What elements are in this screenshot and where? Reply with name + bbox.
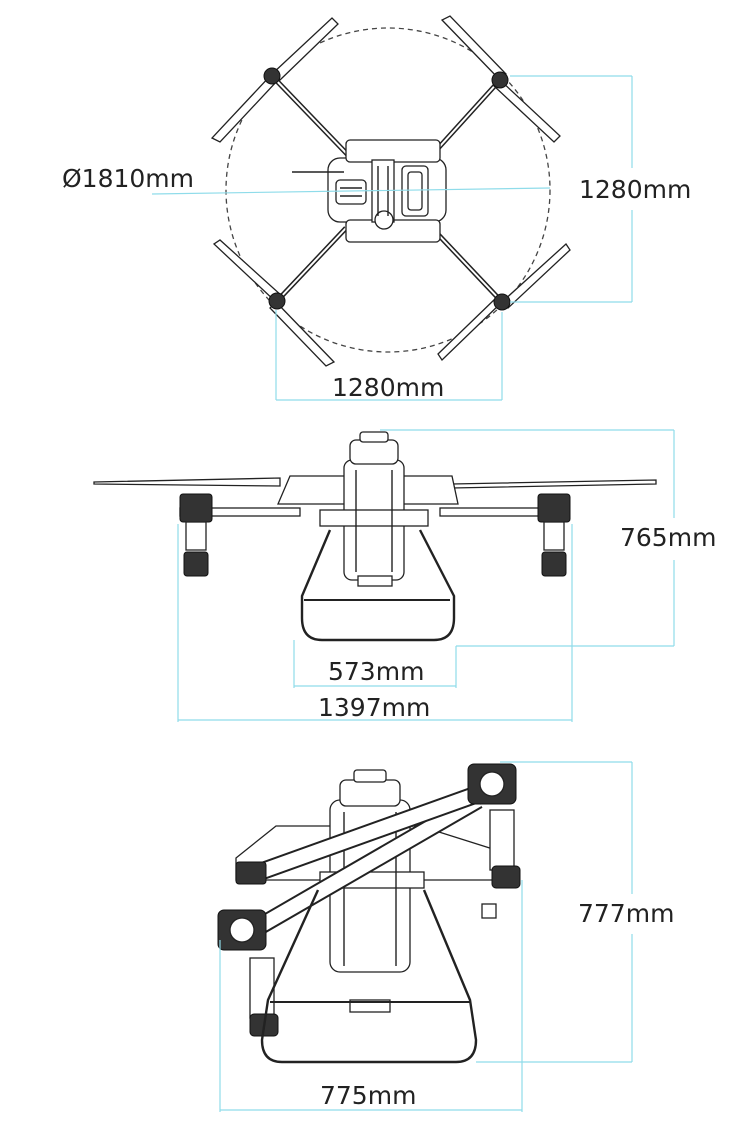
rotor-span-circle [225,27,551,353]
front-outer-width-label: 1397mm [318,693,430,722]
propeller-blade [210,73,279,143]
diameter-label: Ø1810mm [62,164,194,193]
motor-hub [268,292,286,310]
propeller-right [451,479,657,489]
top-view: Ø1810mm 1280mm 1280mm [62,15,691,402]
propeller-blade [440,15,507,81]
propeller-blade [437,297,504,362]
propeller-blade [493,79,561,143]
motor-hub [493,293,511,311]
propeller-blade [270,17,339,81]
landing-gear [300,529,456,642]
front-inner-width-label: 573mm [328,657,424,686]
propeller-blade [212,239,283,303]
motor-left [179,493,213,523]
propeller-blade [269,301,336,367]
motor-hub [263,67,281,85]
motor-right [537,493,571,523]
top-width-label: 1280mm [332,373,444,402]
propeller-blade [501,243,571,309]
folded-width-label: 775mm [320,1081,416,1110]
folded-landing-gear [260,889,478,1064]
folded-height-label: 777mm [578,899,674,928]
propeller-left [93,477,281,487]
top-height-label: 1280mm [579,175,691,204]
front-height-label: 765mm [620,523,716,552]
motor-hub [491,71,509,89]
front-view: 765mm 573mm 1397mm [93,429,716,722]
folded-view: 777mm 775mm [217,761,674,1112]
